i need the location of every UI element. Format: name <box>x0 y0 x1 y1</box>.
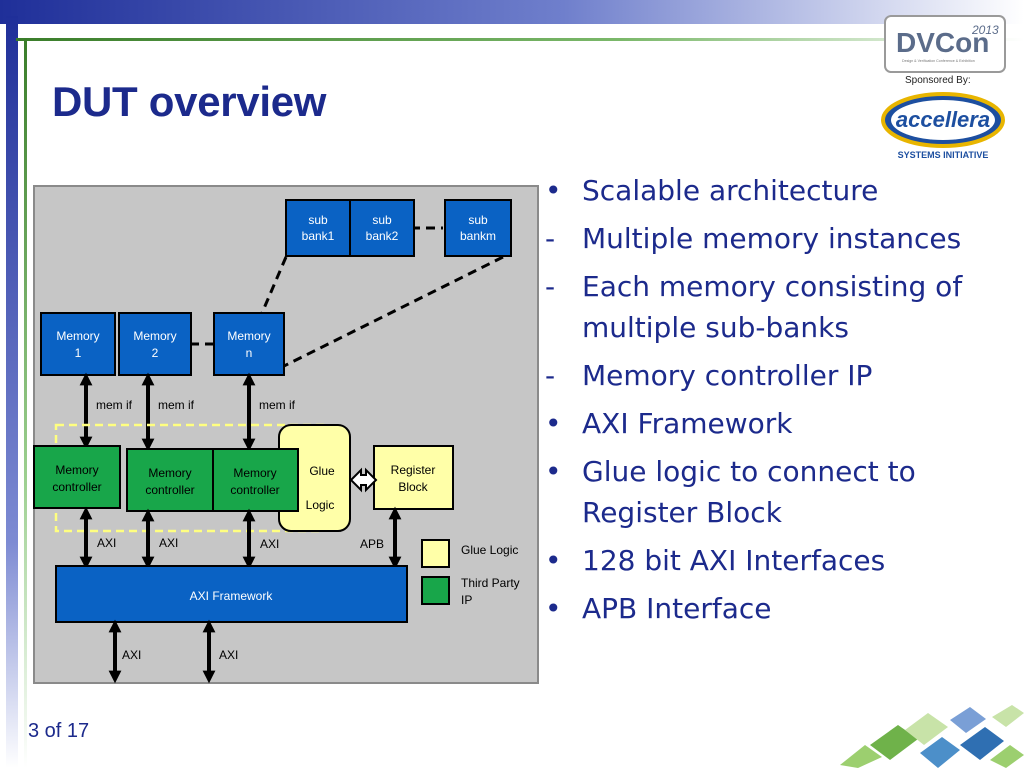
bullet-text: Scalable architecture <box>582 174 879 207</box>
legend-swatch-glue-logic <box>421 539 450 568</box>
memory-1: Memory 1 <box>40 312 116 376</box>
bullet-text: AXI Framework <box>582 407 793 440</box>
sub-bank-m-line1: sub <box>468 213 488 227</box>
bullet-marker: - <box>545 222 556 255</box>
memory-n: Memory n <box>213 312 285 376</box>
slide-top-bar <box>0 0 1024 24</box>
bullet-item: -Memory controller IP <box>545 355 1015 396</box>
legend-label-third-party-line1: Third Party <box>461 576 520 590</box>
bullet-marker: • <box>545 407 562 440</box>
bullet-list: •Scalable architecture -Multiple memory … <box>545 170 1015 636</box>
axi-label-n: AXI <box>260 537 279 551</box>
bullet-marker: • <box>545 592 562 625</box>
sub-bank-m-line2: bankm <box>460 229 496 243</box>
glue-register-link-arrow <box>349 467 378 493</box>
glue-logic-line1: Glue <box>309 464 335 478</box>
mem-if-label-2: mem if <box>158 398 195 412</box>
accellera-subtitle: SYSTEMS INITIATIVE <box>898 150 989 160</box>
memory-controller-2-line1: Memory <box>148 466 191 480</box>
bullet-text: APB Interface <box>582 592 772 625</box>
apb-label: APB <box>360 537 384 551</box>
bullet-marker: - <box>545 359 556 392</box>
memory-1-line2: 1 <box>75 346 82 360</box>
slide-title: DUT overview <box>52 78 327 125</box>
dvcon-year: 2013 <box>971 23 999 37</box>
memory-controller-n-line1: Memory <box>233 466 276 480</box>
bullet-text: Memory controller IP <box>582 359 873 392</box>
memory-2-line2: 2 <box>152 346 159 360</box>
bullet-item: • Glue logic to connect to Register Block <box>545 451 1015 533</box>
bullet-item: -Each memory consisting of multiple sub-… <box>545 266 1015 348</box>
sub-bank-1-line1: sub <box>308 213 328 227</box>
sub-bank-m: sub bankm <box>444 199 512 257</box>
bullet-marker: • <box>545 544 562 577</box>
bullet-text: Glue logic to connect to Register Block <box>582 455 916 529</box>
dvcon-tagline: Design & Verification Conference & Exhib… <box>902 59 975 63</box>
memory-controller-1-line1: Memory <box>55 463 98 477</box>
mem-if-label-1: mem if <box>96 398 133 412</box>
accellera-logo: accellera SYSTEMS INITIATIVE <box>881 92 1005 160</box>
sub-bank-1-line2: bank1 <box>302 229 335 243</box>
bullet-text: Each memory consisting of multiple sub-b… <box>582 270 963 344</box>
sub-bank-2-line1: sub <box>372 213 392 227</box>
dvcon-logo: DVCon 2013 Design & Verification Confere… <box>884 15 1006 73</box>
mem-if-label-n: mem if <box>259 398 296 412</box>
register-block-line1: Register <box>391 463 436 477</box>
legend-label-third-party-line2: IP <box>461 593 472 607</box>
slide-green-rule-vertical <box>24 38 27 768</box>
axi-label-1: AXI <box>97 536 116 550</box>
memory-2-line1: Memory <box>133 329 176 343</box>
axi-framework-label: AXI Framework <box>190 589 274 603</box>
axi-out-label-2: AXI <box>219 648 238 662</box>
bullet-marker: - <box>545 270 556 303</box>
register-block: Register Block <box>373 445 454 510</box>
sub-bank-1: sub bank1 <box>285 199 351 257</box>
memory-1-line1: Memory <box>56 329 99 343</box>
memory-n-line2: n <box>246 346 253 360</box>
axi-label-2: AXI <box>159 536 178 550</box>
memory-controller-2: Memory controller <box>126 448 214 512</box>
axi-framework-block: AXI Framework <box>55 565 408 623</box>
accellera-logo-text: accellera <box>896 107 990 132</box>
bullet-item: • 128 bit AXI Interfaces <box>545 540 1015 581</box>
glue-logic-line2: Logic <box>306 498 335 512</box>
memory-controller-1-line2: controller <box>52 480 101 494</box>
bullet-item: • AXI Framework <box>545 403 1015 444</box>
memory-controller-n: Memory controller <box>212 448 299 512</box>
dvcon-logo-text: DVCon <box>896 27 989 58</box>
legend-swatch-third-party-ip <box>421 576 450 605</box>
slide-left-bar <box>6 16 18 768</box>
bullet-item: • APB Interface <box>545 588 1015 629</box>
legend: Glue Logic Third Party IP <box>421 539 520 607</box>
bullet-item: -Multiple memory instances <box>545 218 1015 259</box>
legend-label-glue-logic: Glue Logic <box>461 543 518 557</box>
slide-green-rule <box>16 38 1024 41</box>
sub-bank-2: sub bank2 <box>349 199 415 257</box>
register-block-line2: Block <box>398 480 428 494</box>
memory-controller-n-line2: controller <box>230 483 279 497</box>
bullet-text: Multiple memory instances <box>582 222 962 255</box>
memory-controller-2-line2: controller <box>145 483 194 497</box>
memory-n-line1: Memory <box>227 329 270 343</box>
sponsored-by-label: Sponsored By: <box>905 75 971 86</box>
decorative-squares-graphic <box>840 705 1024 768</box>
page-number: 3 of 17 <box>28 720 90 742</box>
dut-block-diagram: sub bank1 sub bank2 sub bankm Memory 1 M… <box>33 185 539 684</box>
bullet-item: • Scalable architecture <box>545 170 1015 211</box>
memory-n-subbank-line-right <box>275 255 504 372</box>
sub-bank-2-line2: bank2 <box>366 229 399 243</box>
bullet-marker: • <box>545 174 562 207</box>
bullet-marker: • <box>545 455 562 488</box>
bullet-text: 128 bit AXI Interfaces <box>582 544 886 577</box>
memory-2: Memory 2 <box>118 312 192 376</box>
axi-out-label-1: AXI <box>122 648 141 662</box>
memory-controller-1: Memory controller <box>33 445 121 509</box>
memory-n-subbank-line-left <box>260 256 288 314</box>
